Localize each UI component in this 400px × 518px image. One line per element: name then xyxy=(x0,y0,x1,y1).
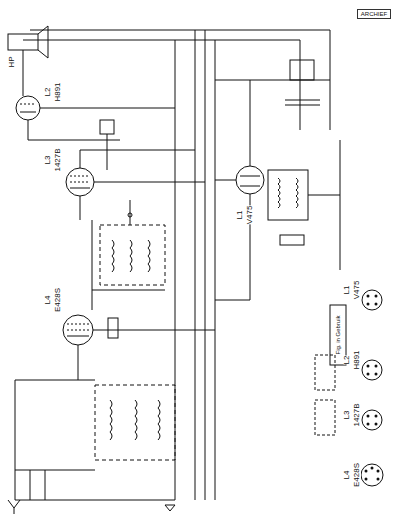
part-label: V475 xyxy=(353,281,361,300)
part-label: L1 xyxy=(236,211,244,220)
part-label: H891 xyxy=(353,350,361,369)
part-label: L1 xyxy=(343,286,351,295)
part-label: 1427B xyxy=(353,403,361,426)
part-label: L3 xyxy=(343,411,351,420)
part-label: E428S xyxy=(54,288,62,312)
part-label: L3 xyxy=(44,156,52,165)
part-label: L4 xyxy=(343,471,351,480)
part-label: HP xyxy=(8,56,16,67)
part-label: E428S xyxy=(353,463,361,487)
archive-stamp: ARCHIEF xyxy=(357,9,391,19)
part-label: L2 xyxy=(44,88,52,97)
part-label: 1427B xyxy=(54,148,62,171)
part-label: Fig. in Gebruik xyxy=(335,315,341,354)
part-label: L4 xyxy=(44,296,52,305)
part-label: V475 xyxy=(246,206,254,225)
part-label: H891 xyxy=(54,82,62,101)
part-label: L2 xyxy=(343,356,351,365)
